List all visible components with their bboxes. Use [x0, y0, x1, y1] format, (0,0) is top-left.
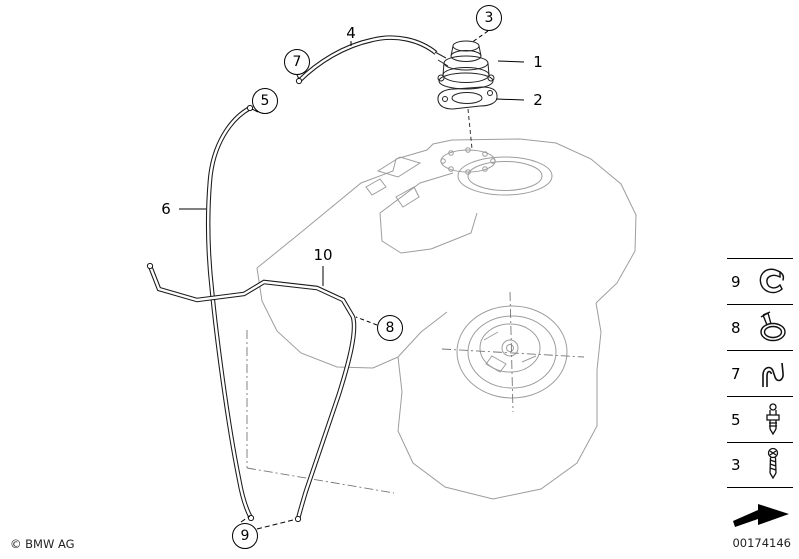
vent-valve-assembly — [434, 40, 495, 90]
sidebar-item-5[interactable]: 5 — [727, 396, 793, 442]
callout-2[interactable]: 2 — [533, 91, 543, 109]
hose-ends — [146, 77, 303, 523]
sidebar-item-number: 5 — [731, 410, 741, 429]
callout-4[interactable]: 4 — [346, 24, 356, 42]
doc-number: 00174146 — [732, 536, 791, 550]
callout-1[interactable]: 1 — [533, 53, 543, 71]
assembly-axis — [467, 108, 473, 150]
hose-clamp-icon — [760, 310, 786, 341]
callout-9[interactable]: 9 — [232, 523, 258, 549]
callout-8[interactable]: 8 — [377, 315, 403, 341]
sidebar-item-3[interactable]: 3 — [727, 442, 793, 488]
sidebar-item-number: 7 — [731, 364, 741, 383]
leader-lines — [179, 30, 525, 530]
front-direction-arrow-icon — [731, 496, 793, 530]
spring-clip-icon — [762, 362, 784, 387]
callout-5[interactable]: 5 — [252, 88, 278, 114]
parts-sidebar: 9 8 7 — [727, 258, 793, 488]
sidebar-item-number: 8 — [731, 318, 741, 337]
filler-flange — [440, 147, 553, 196]
tube-10 — [147, 265, 357, 520]
callout-3[interactable]: 3 — [476, 5, 502, 31]
callout-10[interactable]: 10 — [313, 246, 333, 264]
screw-icon — [767, 447, 779, 480]
gasket-plate — [437, 86, 498, 110]
sidebar-item-number: 9 — [731, 272, 741, 291]
callout-7[interactable]: 7 — [284, 49, 310, 75]
copyright: © BMW AG — [10, 537, 75, 551]
sidebar-item-7[interactable]: 7 — [727, 350, 793, 396]
hose-4 — [297, 35, 438, 83]
pipe-clip-icon — [759, 268, 785, 293]
tank-outline — [256, 138, 637, 500]
sidebar-item-number: 3 — [731, 456, 741, 474]
pump-module — [456, 305, 568, 399]
construction-lines — [246, 291, 585, 494]
vent-valve-icon — [766, 402, 780, 435]
hose-6 — [206, 106, 253, 520]
sidebar-item-8[interactable]: 8 — [727, 304, 793, 350]
sidebar-item-9[interactable]: 9 — [727, 258, 793, 304]
callout-6[interactable]: 6 — [161, 200, 171, 218]
